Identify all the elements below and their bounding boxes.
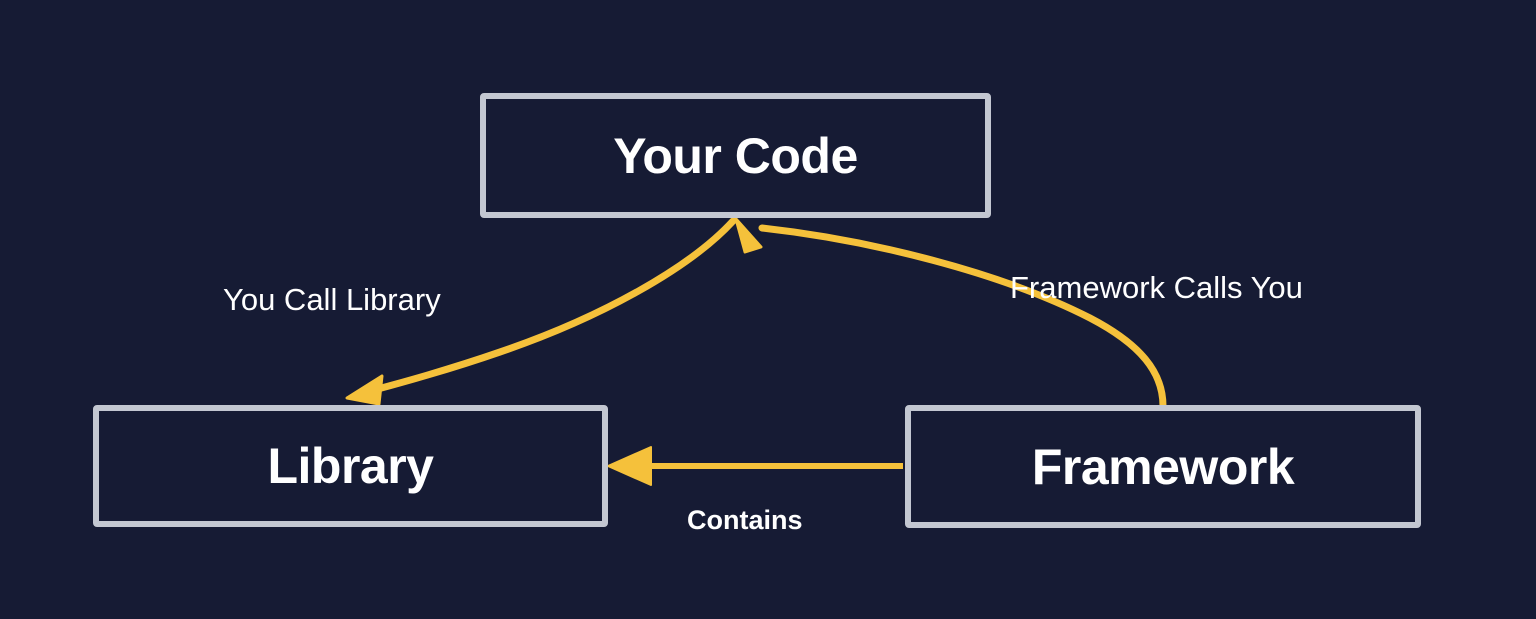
edge-framework-calls-you — [734, 217, 1167, 410]
edge-label-you-call-library: You Call Library — [223, 282, 441, 317]
node-framework-label: Framework — [1031, 438, 1295, 495]
node-library-label: Library — [267, 438, 434, 494]
edge-contains-arrowhead — [607, 446, 652, 486]
edge-contains — [607, 446, 903, 486]
edge-label-framework-calls-you: Framework Calls You — [1010, 270, 1303, 305]
edge-framework-calls-you-arrowhead — [734, 217, 763, 254]
node-your-code-label: Your Code — [613, 127, 858, 184]
edge-label-contains: Contains — [687, 505, 803, 535]
node-framework[interactable]: Framework — [905, 405, 1421, 528]
edge-framework-calls-you-path — [758, 224, 1167, 410]
node-library[interactable]: Library — [93, 405, 608, 527]
edge-you-call-library-arrowhead — [345, 374, 384, 406]
node-your-code[interactable]: Your Code — [480, 93, 991, 218]
